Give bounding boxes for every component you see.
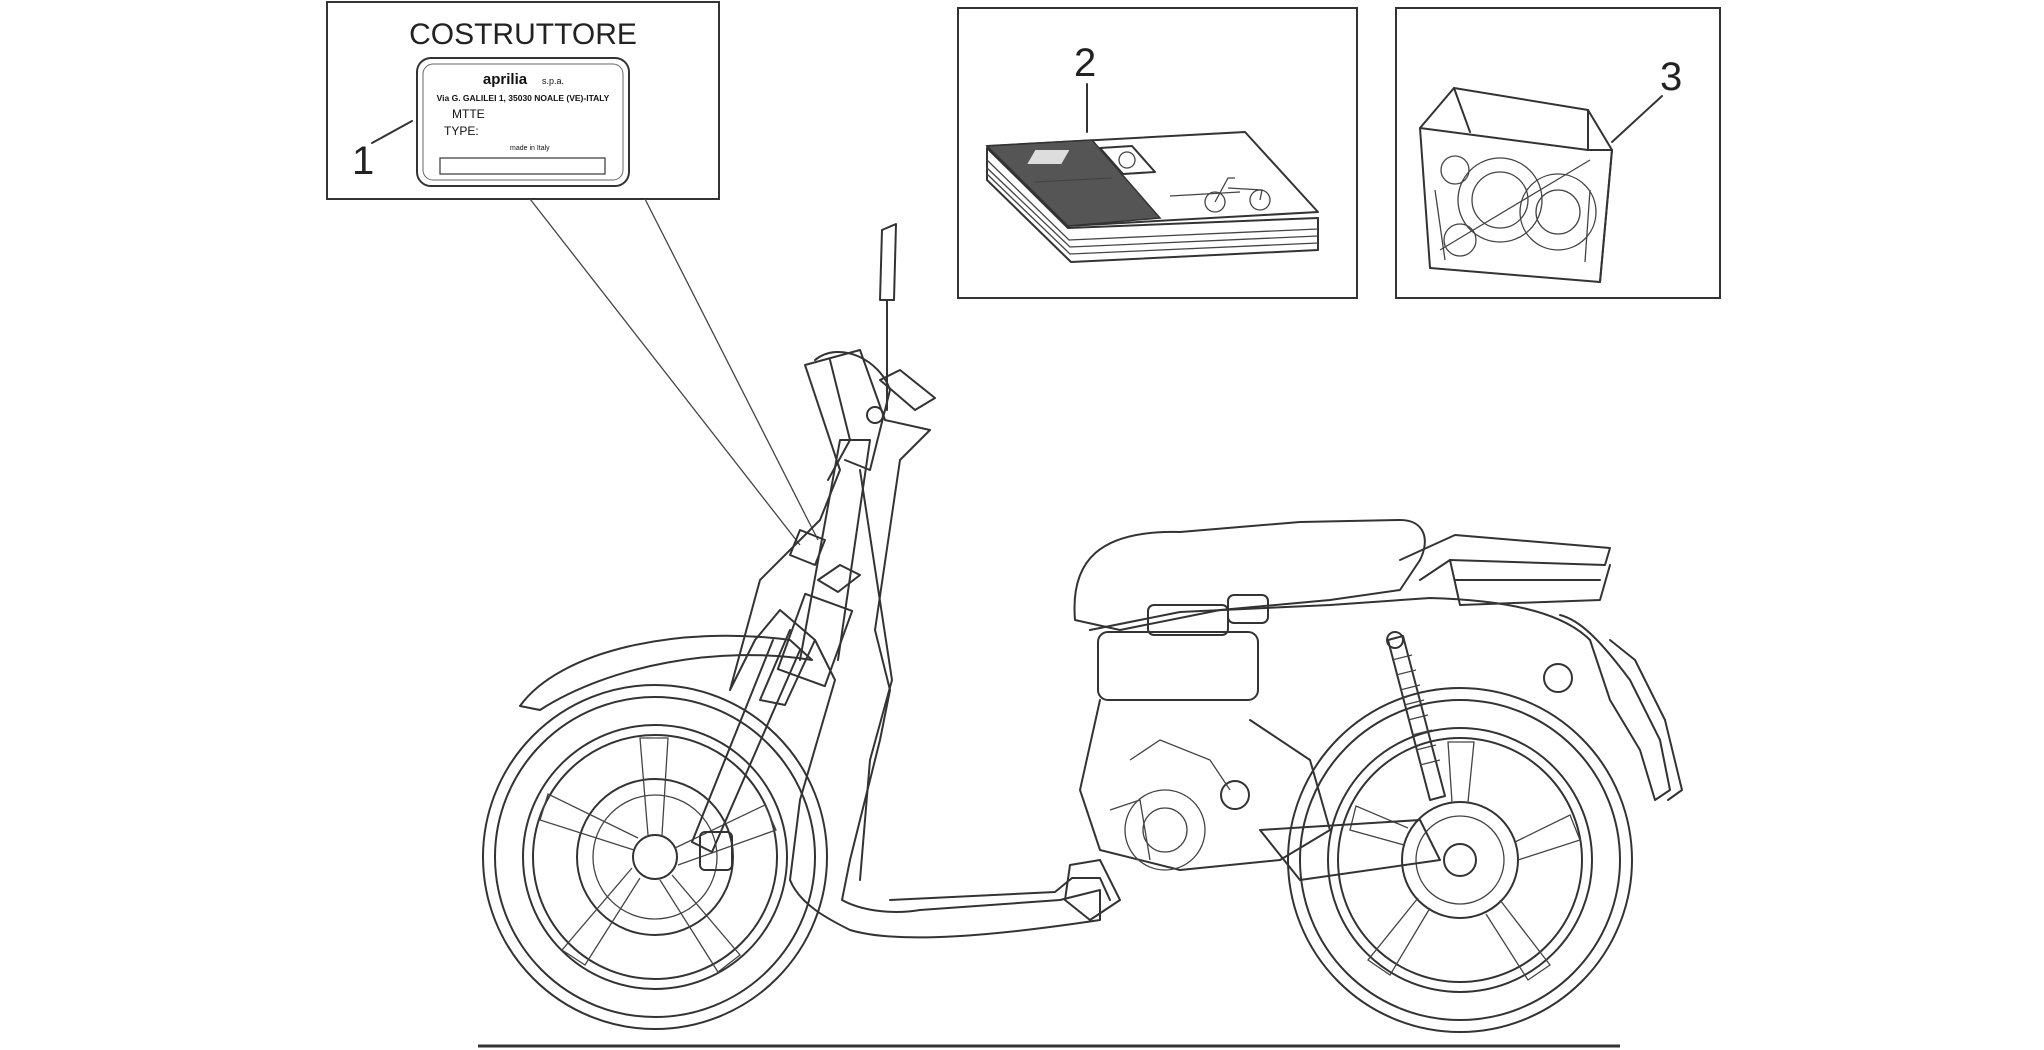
- rear-body: [1089, 597, 1671, 801]
- seat: [1073, 519, 1426, 631]
- rear-wheel: [1287, 687, 1633, 1033]
- scooter-illustration: [478, 223, 1683, 1048]
- plate-model-label: MTTE: [452, 107, 485, 121]
- callout-1: 1: [352, 139, 374, 183]
- rear-shock: [1386, 631, 1446, 801]
- plate-brand-suffix: s.p.a.: [542, 76, 564, 86]
- steering-handlebar: [789, 350, 936, 661]
- plate-brand: aprilia: [483, 71, 528, 88]
- mirror: [879, 223, 897, 411]
- tail-light: [1543, 663, 1573, 693]
- inset-gasket-kit: 3: [1395, 7, 1721, 299]
- floorboard: [889, 877, 1111, 901]
- plate-address: Via G. GALILEI 1, 35030 NOALE (VE)-ITALY: [437, 93, 610, 103]
- front-wheel: [482, 684, 828, 1030]
- rear-mudguard: [1609, 639, 1683, 801]
- plate-type-label: TYPE:: [444, 124, 479, 138]
- manual-book-icon: [985, 131, 1319, 263]
- front-brake-disc: [576, 778, 734, 936]
- callout-3: 3: [1660, 55, 1682, 99]
- rear-rack: [1399, 534, 1611, 606]
- gasket-bag-icon: [1419, 87, 1613, 283]
- callout-1-leader: [371, 120, 413, 144]
- front-fork: [691, 592, 854, 853]
- inset-title: COSTRUTTORE: [409, 18, 637, 51]
- leg-shield: [729, 349, 1101, 939]
- front-mudguard: [519, 634, 813, 711]
- callout-2: 2: [1074, 41, 1096, 85]
- brake-caliper: [699, 831, 733, 871]
- callout-3-leader: [1611, 95, 1663, 143]
- plate-serial-field: [439, 157, 606, 175]
- identification-plate: [416, 57, 630, 187]
- engine-assembly: [1064, 594, 1441, 921]
- plate-origin: made in Italy: [510, 145, 550, 152]
- inset-1-leader-lines: [529, 198, 819, 546]
- inset-manufacturer-plate: COSTRUTTORE aprilia s.p.a. Via G. GALILE…: [326, 1, 720, 200]
- inset-owners-manual: 2: [957, 7, 1358, 299]
- swingarm: [1259, 819, 1441, 881]
